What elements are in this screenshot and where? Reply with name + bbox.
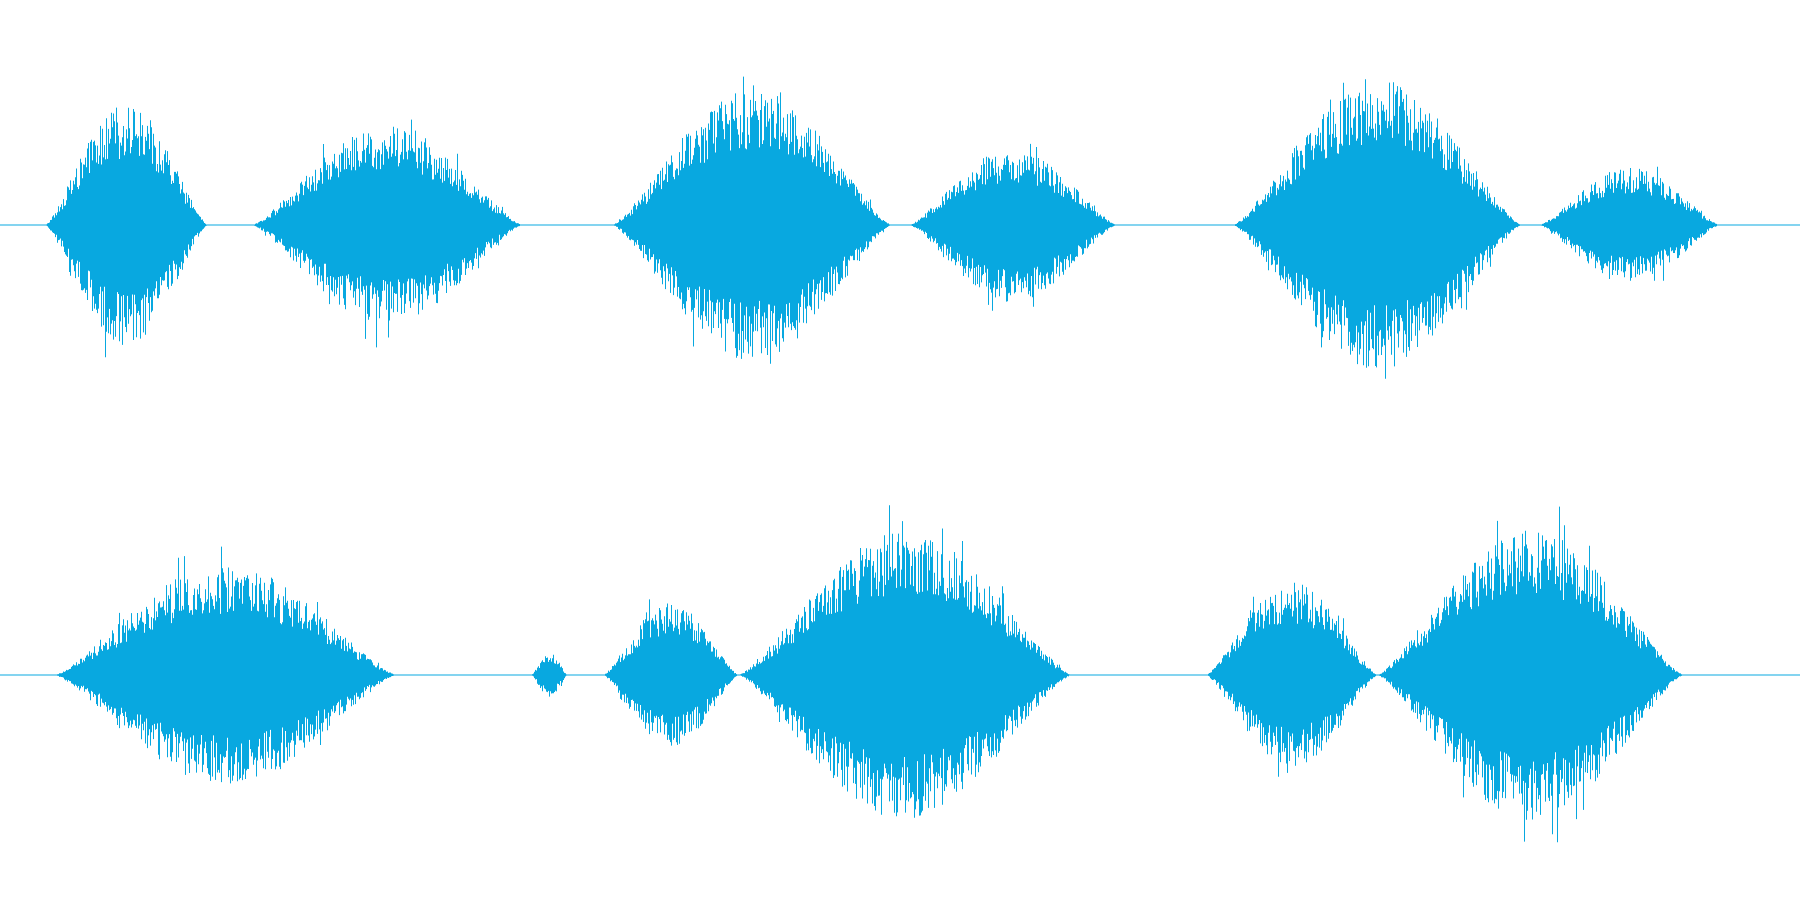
channel-1-waveform [46,76,1719,379]
channel-2-waveform [55,505,1683,843]
channel-2-plot [0,505,1800,843]
channel-1-plot [0,76,1800,379]
waveform-channel-1 [0,76,1800,379]
waveform-channel-2 [0,450,1800,900]
